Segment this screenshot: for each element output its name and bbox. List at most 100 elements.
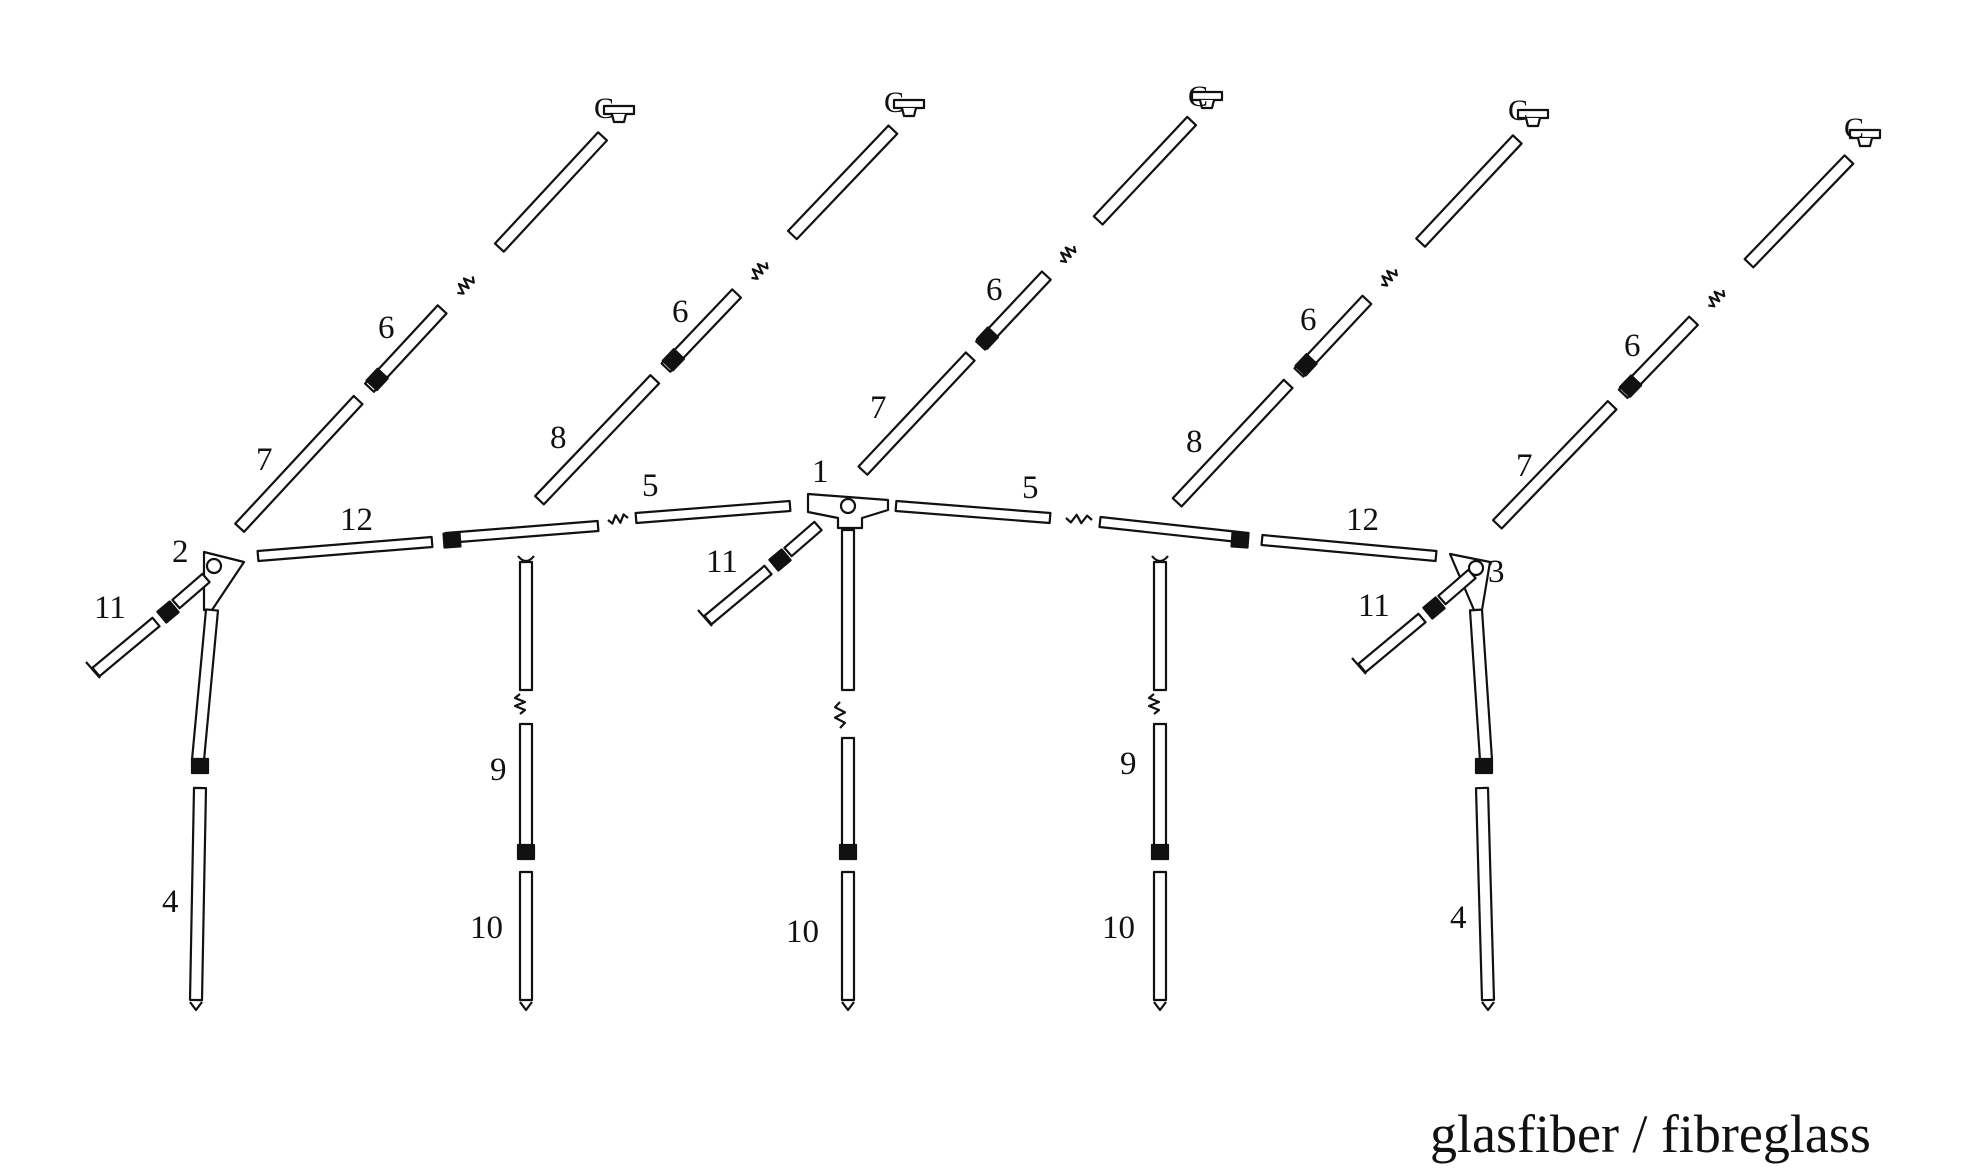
- center-leg-lower: [840, 736, 856, 850]
- rafter-spring-1: [457, 276, 475, 295]
- rafter-upper-3: [1092, 115, 1198, 226]
- label-part-8-left: 8: [550, 420, 567, 456]
- label-part-6-d: 6: [1300, 302, 1317, 338]
- rafter-clip-2-hook: [900, 107, 918, 118]
- tension-pole-11-left-foot: [85, 661, 101, 679]
- ridge-spring-left: [607, 513, 629, 525]
- label-part-10-right: 10: [1102, 910, 1135, 946]
- leg-9-left-upper: [518, 560, 534, 692]
- rafter-clamp-4: [1294, 353, 1318, 377]
- label-part-10-middle: 10: [786, 914, 819, 950]
- tension-pole-11-middle-foot: [697, 609, 713, 627]
- tension-pole-11-middle-clamp: [768, 548, 792, 572]
- corner-leg-left-foot: [189, 1001, 203, 1012]
- label-part-7-left: 7: [256, 442, 273, 478]
- corner-bracket-left-pin: [205, 557, 223, 575]
- leg-9-right-upper: [1152, 560, 1168, 692]
- corner-leg-right-upper: [1468, 608, 1494, 762]
- ridge-12-left: [256, 535, 434, 563]
- rafter-lower-3: [857, 351, 976, 476]
- rafter-spring-3: [1059, 245, 1077, 263]
- rafter-clamp-1: [365, 367, 389, 392]
- rafter-middle-4: [1293, 294, 1373, 378]
- rafter-upper-4: [1415, 134, 1523, 248]
- leg-10-left: [518, 870, 534, 1002]
- rafter-clip-1-hook: [610, 113, 628, 124]
- label-part-6-a: 6: [378, 310, 395, 346]
- corner-leg-left-clamp: [190, 757, 210, 775]
- leg-9-right-spring: [1147, 693, 1161, 715]
- tension-pole-11-left-tip: [171, 572, 211, 610]
- rafter-clamp-5: [1618, 374, 1643, 398]
- ridge-clamp-left: [442, 531, 462, 549]
- label-part-4-left: 4: [162, 884, 179, 920]
- leg-9-left-top-hook: [517, 555, 535, 563]
- ridge-segment-right: [1098, 515, 1250, 545]
- pole-parts: [85, 90, 1882, 1012]
- rafter-middle-1: [364, 304, 448, 393]
- rafter-lower-5: [1491, 400, 1618, 530]
- label-part-11-middle: 11: [706, 544, 738, 580]
- rafter-middle-2: [660, 288, 743, 373]
- label-clip-c-4: C: [1508, 94, 1528, 127]
- label-part-9-left: 9: [490, 752, 507, 788]
- label-part-12-left: 12: [340, 502, 373, 538]
- rafter-lower-4: [1171, 378, 1294, 508]
- center-leg-clamp: [838, 843, 858, 861]
- rafter-lower-1: [234, 394, 364, 533]
- rafter-middle-5: [1617, 315, 1699, 400]
- ridge-12-right: [1260, 533, 1438, 563]
- center-leg-10: [840, 870, 856, 1002]
- label-part-11-left: 11: [94, 590, 126, 626]
- rafter-upper-1: [493, 131, 609, 253]
- rafter-clip-3-hook: [1198, 99, 1216, 110]
- label-part-2: 2: [172, 534, 189, 570]
- ridge-segment-left: [444, 519, 600, 545]
- label-part-1: 1: [812, 454, 829, 490]
- diagram-caption: glasfiber / fibreglass: [1430, 1104, 1871, 1164]
- center-t-piece-pin: [839, 497, 857, 515]
- label-part-11-right: 11: [1358, 588, 1390, 624]
- rafter-spring-5: [1708, 289, 1726, 308]
- tension-pole-11-right-tip: [1437, 568, 1477, 606]
- label-part-10-left: 10: [470, 910, 503, 946]
- label-part-7-right: 7: [1516, 448, 1533, 484]
- leg-9-left-spring: [513, 693, 527, 715]
- rafter-upper-2: [786, 124, 899, 241]
- ridge-5-right: [894, 499, 1052, 525]
- rafter-spring-2: [751, 262, 769, 280]
- label-part-8-right: 8: [1186, 424, 1203, 460]
- label-clip-c-5: C: [1844, 112, 1864, 145]
- label-part-6-e: 6: [1624, 328, 1641, 364]
- label-part-7-middle: 7: [870, 390, 887, 426]
- leg-9-right-lower: [1152, 722, 1168, 852]
- leg-10-left-foot: [519, 1001, 533, 1012]
- tension-pole-11-left-rod: [91, 616, 161, 678]
- ridge-5-left: [634, 499, 792, 525]
- rafter-upper-5: [1743, 154, 1855, 269]
- label-part-4-right: 4: [1450, 900, 1467, 936]
- rafter-clamp-3: [975, 326, 1000, 350]
- rafter-clip-5-hook: [1856, 137, 1874, 148]
- center-leg-upper: [840, 528, 856, 692]
- corner-bracket-right-pin: [1467, 559, 1485, 577]
- corner-leg-left-lower: [188, 786, 208, 1002]
- tension-pole-11-right-clamp: [1422, 596, 1446, 620]
- corner-leg-right-foot: [1481, 1001, 1495, 1012]
- label-part-3: 3: [1488, 554, 1505, 590]
- ridge-clamp-right: [1230, 531, 1250, 549]
- leg-9-left-clamp: [516, 843, 536, 861]
- label-part-5-right: 5: [1022, 470, 1039, 506]
- label-clip-c-2: C: [884, 86, 904, 119]
- label-part-5-left: 5: [642, 468, 659, 504]
- rafter-clamp-2: [661, 348, 686, 372]
- ridge-spring-right: [1065, 513, 1093, 525]
- label-part-6-b: 6: [672, 294, 689, 330]
- label-clip-c-3: C: [1188, 80, 1208, 113]
- corner-leg-left-upper: [190, 608, 220, 762]
- label-part-6-c: 6: [986, 272, 1003, 308]
- center-leg-spring: [833, 701, 847, 729]
- rafter-clip-4-hook: [1524, 117, 1542, 128]
